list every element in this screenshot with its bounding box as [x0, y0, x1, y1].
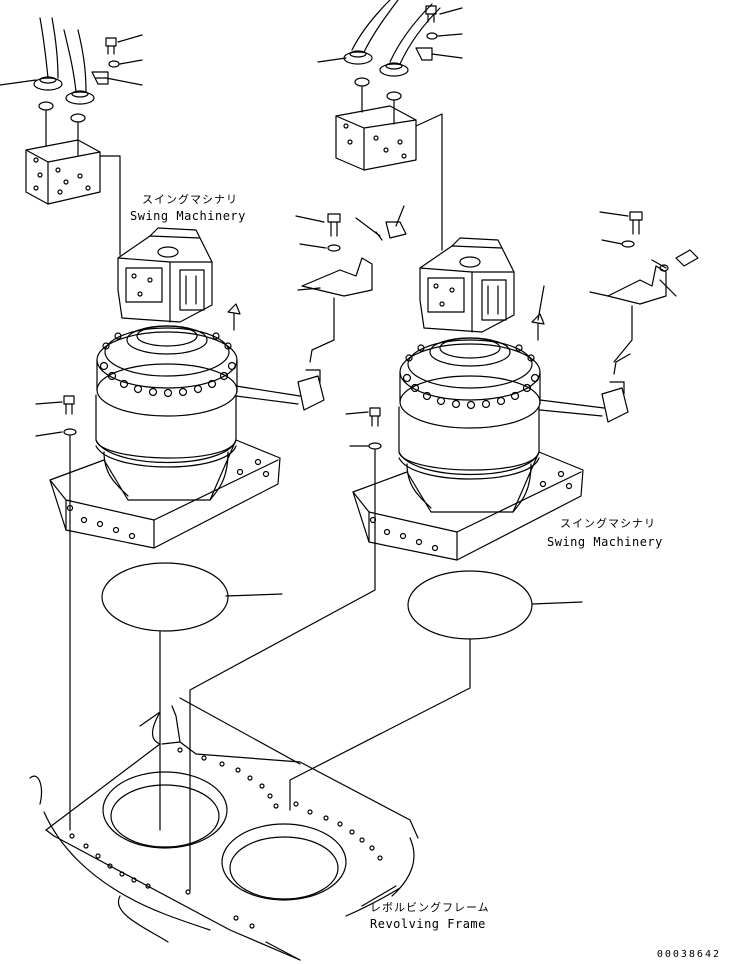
right-swing-motor-valve: [420, 238, 514, 332]
left-hose-bolts: [106, 38, 119, 67]
left-swing-hose-fitting: [236, 340, 334, 410]
left-swing-bolt-ring: [101, 333, 236, 397]
right-swing-bolt-ring: [404, 345, 539, 409]
left-gasket: [102, 563, 228, 830]
left-mid-leaders: [36, 206, 404, 596]
right-swing-breather: [532, 314, 544, 340]
swing-machinery-right-label-jp: スイングマシナリ: [560, 517, 656, 530]
right-gasket: [290, 571, 532, 810]
frame-leader: [362, 886, 396, 906]
revolving-frame-label-en: Revolving Frame: [370, 917, 486, 931]
right-bolt-washer: [190, 408, 381, 890]
swing-machinery-left-label-jp: スイングマシナリ: [142, 193, 238, 206]
left-bracket: [302, 214, 406, 350]
left-swing-motor-valve: [118, 228, 212, 322]
frame-bore-left: [103, 772, 227, 848]
revolving-frame: [30, 698, 418, 960]
right-bracket: [608, 212, 698, 362]
left-swing-base-plate: [50, 440, 280, 548]
right-swing-housing: [399, 407, 539, 512]
left-swing-housing: [96, 395, 236, 500]
left-hose-assembly: [34, 18, 108, 104]
left-leader-lines: [0, 35, 142, 255]
right-orings: [355, 78, 401, 124]
right-swing-base-plate: [353, 452, 583, 560]
swing-machinery-right-label-en: Swing Machinery: [547, 535, 663, 549]
frame-bore-right: [222, 824, 346, 900]
left-orings: [39, 102, 85, 155]
revolving-frame-label-jp: レボルビングフレーム: [370, 901, 490, 914]
drawing-number: 00038642: [656, 949, 721, 960]
right-swing-hose-fitting: [540, 354, 630, 422]
right-swing-flange: [400, 338, 540, 428]
left-manifold-block: [26, 140, 100, 204]
left-swing-breather: [228, 304, 240, 330]
swing-machinery-left-label-en: Swing Machinery: [130, 209, 246, 223]
frame-bolt-holes: [70, 748, 382, 928]
right-leader-lines: [318, 8, 462, 250]
right-manifold-block: [336, 106, 416, 170]
left-bolt-washer: [64, 396, 76, 830]
right-hose-assembly: [344, 0, 440, 76]
right-mid-leaders: [346, 212, 676, 604]
